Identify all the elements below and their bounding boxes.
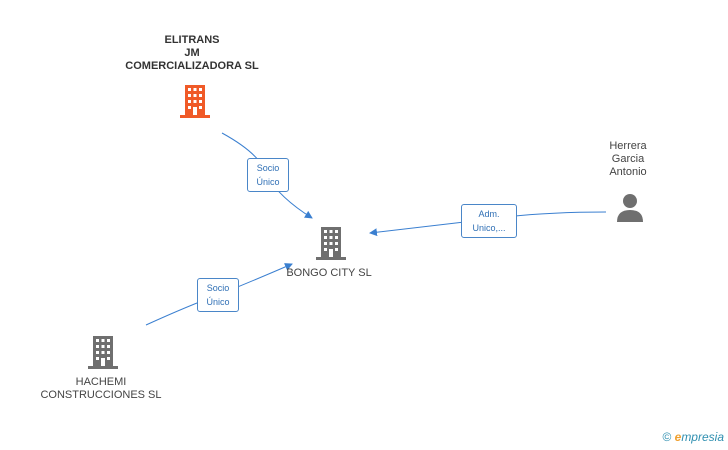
node-label-line: BONGO CITY SL <box>286 267 372 279</box>
node-label-herrera[interactable]: Herrera Garcia Antonio <box>588 140 668 179</box>
edge-label-line: Socio <box>256 163 280 173</box>
edge-label-line: Adm. <box>478 209 500 219</box>
copyright-symbol: © <box>662 430 672 444</box>
node-label-bongo-city[interactable]: BONGO CITY SL <box>269 267 389 280</box>
node-label-elitrans[interactable]: ELITRANS JM COMERCIALIZADORA SL <box>112 34 272 73</box>
person-icon[interactable] <box>615 192 645 222</box>
brand-e: e <box>674 430 682 444</box>
edge-label-adm-unico[interactable]: Adm. Unico,... <box>461 204 517 238</box>
building-icon[interactable] <box>178 83 212 119</box>
brand-name: mpresia <box>681 430 724 444</box>
node-label-hachemi[interactable]: HACHEMI CONSTRUCCIONES SL <box>31 376 171 402</box>
edge-label-line: Único <box>206 297 230 307</box>
edge-label-line: Único <box>256 177 280 187</box>
node-label-line: COMERCIALIZADORA SL <box>125 60 259 72</box>
node-label-line: Antonio <box>609 166 647 178</box>
building-icon[interactable] <box>86 334 120 370</box>
node-label-line: JM <box>184 47 200 59</box>
edge-label-socio-unico-hachemi[interactable]: Socio Único <box>197 278 239 312</box>
node-label-line: Herrera <box>609 140 647 152</box>
node-label-line: HACHEMI <box>75 376 127 388</box>
node-label-line: ELITRANS <box>164 34 220 46</box>
node-label-line: CONSTRUCCIONES SL <box>40 389 162 401</box>
edge-label-line: Socio <box>206 283 230 293</box>
empresia-watermark: © empresia <box>662 430 724 444</box>
building-icon[interactable] <box>314 225 348 261</box>
edge-label-socio-unico-elitrans[interactable]: Socio Único <box>247 158 289 192</box>
edge-label-line: Unico,... <box>472 223 506 233</box>
node-label-line: Garcia <box>611 153 645 165</box>
